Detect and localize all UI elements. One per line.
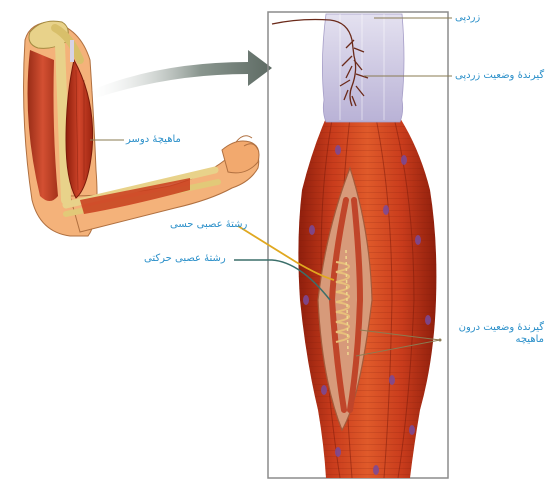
zoom-arrow <box>92 50 272 98</box>
label-biceps: ماهیچهٔ دوسر <box>126 134 181 146</box>
label-tendon-receptor: گیرندهٔ وضعیت زردپی <box>455 70 544 82</box>
label-muscle-receptor: گیرندهٔ وضعیت درون ماهیچه <box>452 322 544 346</box>
tendon-shape <box>322 14 404 122</box>
label-tendon: زردپی <box>455 12 480 24</box>
label-motor-fiber: رشتهٔ عصبی حرکتی <box>144 253 226 265</box>
arm-illustration <box>24 21 259 236</box>
label-sensory-fiber: رشتهٔ عصبی حسی <box>170 219 247 231</box>
